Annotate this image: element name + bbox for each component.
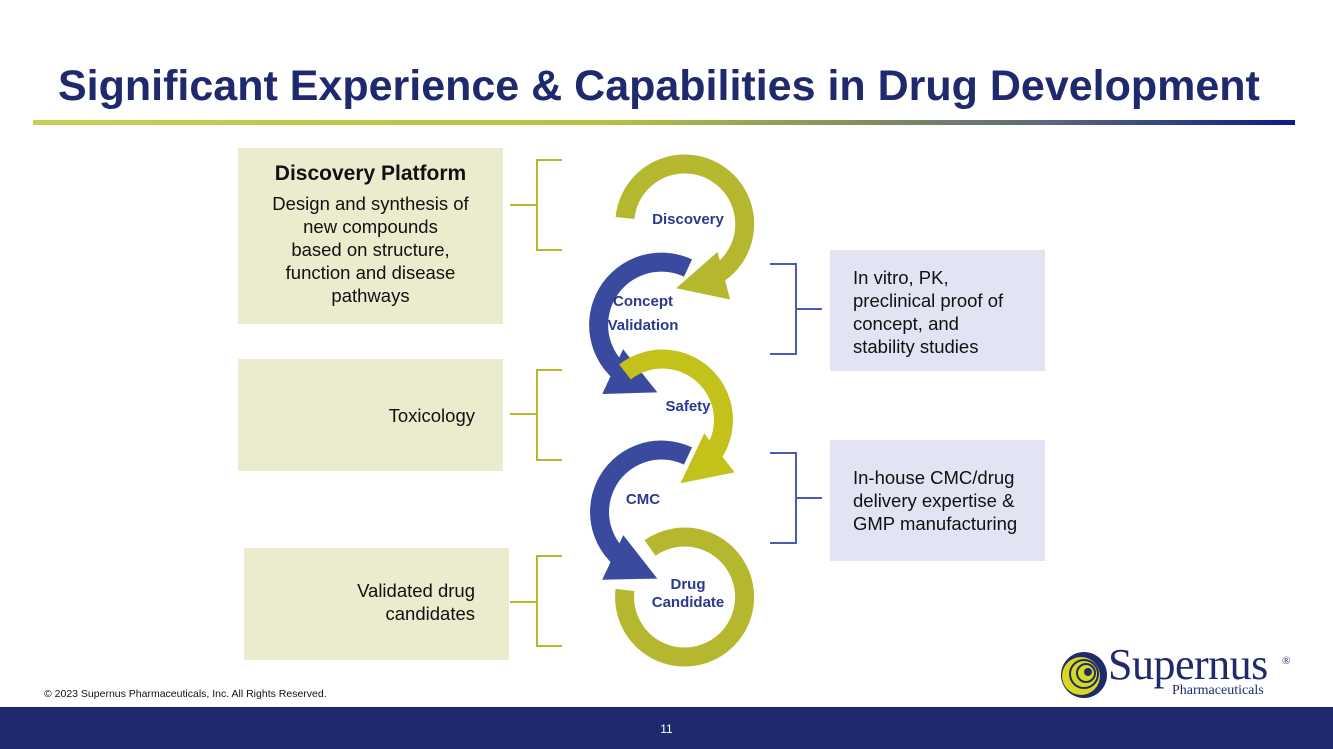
validated-candidates-line-1: Validated drug	[357, 580, 475, 601]
validated-candidates-line-2: candidates	[385, 603, 475, 624]
bracket-validated-candidates	[510, 555, 562, 647]
discovery-arc-arrow	[615, 154, 755, 300]
discovery-platform-line-3: based on structure,	[291, 239, 450, 260]
cmc-expertise-line-1: In-house CMC/drug	[853, 467, 1015, 488]
concept-validation-line-4: stability studies	[853, 336, 979, 357]
page-title: Significant Experience & Capabilities in…	[58, 62, 1260, 110]
cmc-expertise-box: In-house CMC/drug delivery expertise & G…	[830, 440, 1045, 561]
discovery-platform-line-5: pathways	[331, 285, 410, 306]
toxicology-box: Toxicology	[238, 359, 503, 471]
discovery-platform-line-2: new compounds	[303, 216, 438, 237]
safety-arc-arrow	[619, 349, 735, 484]
cmc-expertise-line-3: GMP manufacturing	[853, 513, 1018, 534]
discovery-platform-heading: Discovery Platform	[274, 162, 467, 185]
concept-validation-box: In vitro, PK, preclinical proof of conce…	[830, 250, 1045, 371]
bracket-toxicology	[510, 369, 562, 461]
title-underline	[33, 120, 1295, 125]
stage-label-discovery: Discovery	[652, 211, 724, 228]
stage-label-safety: Safety	[665, 398, 711, 415]
stage-label-cmc: CMC	[626, 491, 660, 508]
logo-mark-icon	[1061, 652, 1107, 698]
cmc-expertise-line-2: delivery expertise &	[853, 490, 1015, 511]
logo-wordmark: Supernus	[1108, 640, 1268, 689]
stage-label-drug: Drug	[671, 576, 706, 593]
validated-candidates-box: Validated drug candidates	[244, 548, 509, 660]
discovery-platform-box: Discovery Platform Design and synthesis …	[238, 148, 503, 324]
footer-bar	[0, 707, 1333, 749]
bracket-discovery	[510, 159, 562, 251]
stage-label-candidate: Candidate	[652, 594, 725, 611]
stage-label-concept: Concept	[613, 293, 673, 310]
cmc-arc-arrow	[590, 440, 693, 580]
discovery-platform-line-1: Design and synthesis of	[272, 193, 469, 214]
stage-label-validation: Validation	[608, 317, 679, 334]
logo-registered-mark: ®	[1282, 655, 1291, 667]
concept-validation-line-2: preclinical proof of	[853, 290, 1004, 311]
toxicology-text: Toxicology	[388, 405, 475, 426]
supernus-logo: Supernus ® Pharmaceuticals	[1060, 640, 1300, 703]
logo-subtitle: Pharmaceuticals	[1172, 683, 1264, 698]
concept-validation-line-1: In vitro, PK,	[853, 267, 949, 288]
bracket-cmc	[770, 452, 822, 544]
bracket-concept-validation	[770, 263, 822, 355]
discovery-platform-line-4: function and disease	[285, 262, 456, 283]
page-number: 11	[660, 722, 673, 736]
drug-candidate-arc	[615, 527, 755, 667]
copyright-notice: © 2023 Supernus Pharmaceuticals, Inc. Al…	[44, 688, 327, 700]
concept-validation-line-3: concept, and	[853, 313, 959, 334]
concept-validation-arc-arrow	[589, 252, 692, 394]
